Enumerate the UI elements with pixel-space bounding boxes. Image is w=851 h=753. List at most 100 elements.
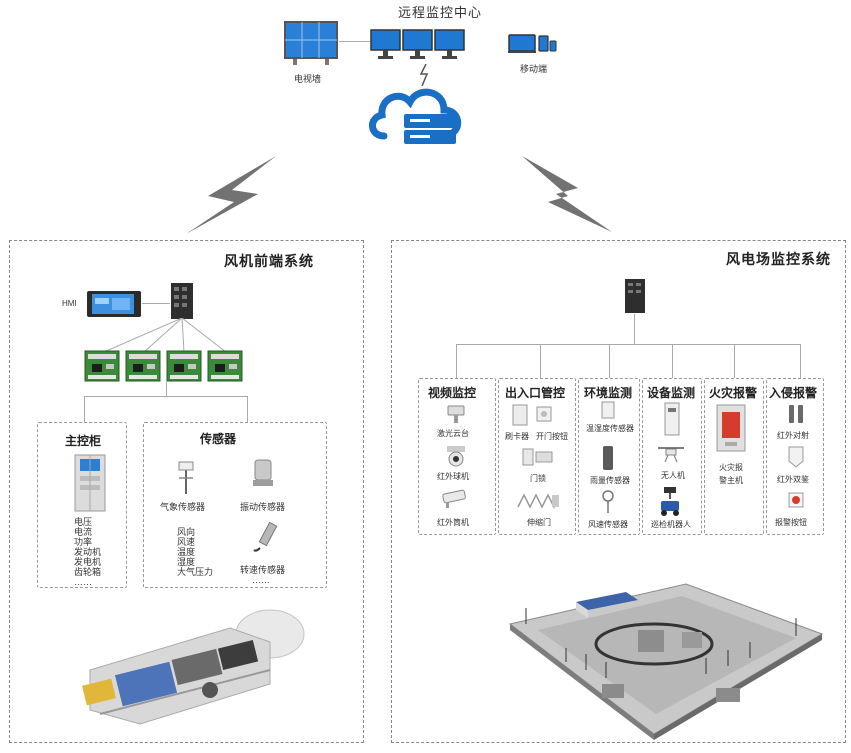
group-access-panel [498, 378, 576, 535]
cabinet-item: 电流 [74, 527, 93, 537]
io-board-icon [166, 350, 202, 387]
card-reader-icon [512, 404, 528, 431]
drone-icon [656, 442, 686, 469]
vibration-sensor-label: 振动传感器 [240, 502, 286, 512]
video-item-label: 红外球机 [437, 472, 469, 481]
farm-system-panel [391, 240, 846, 743]
cabinet-item: …… [74, 577, 92, 587]
weather-item: 温度 [177, 547, 196, 557]
cabinet-item: 功率 [74, 537, 93, 547]
fire-item-label: 警主机 [719, 476, 743, 485]
environment-item-label: 温湿度传感器 [586, 424, 634, 433]
farm-drop [734, 344, 735, 378]
io-board-icon [125, 350, 161, 387]
control-cabinet-icon [74, 454, 106, 517]
group-equipment-panel [642, 378, 702, 535]
equipment-item-label: 巡检机器人 [651, 520, 691, 529]
intrusion-item-label: 红外对射 [777, 431, 809, 440]
door-lock-icon [522, 447, 554, 472]
ir-bullet-camera-icon [440, 488, 470, 515]
rain-sensor-icon [601, 445, 615, 476]
speed-sensor-icon [252, 520, 282, 559]
group-video-title: 视频监控 [428, 386, 477, 400]
main-cabinet-title: 主控柜 [65, 434, 102, 448]
group-video-panel [418, 378, 496, 535]
laser-ptz-camera-icon [444, 402, 468, 431]
weather-sensor-label: 气象传感器 [160, 502, 206, 512]
video-item-label: 激光云台 [437, 429, 469, 438]
equipment-cabinet-icon [664, 402, 680, 441]
alarm-button-icon [788, 492, 804, 513]
farm-trunk-line [634, 314, 635, 344]
hmi-screen-icon [86, 290, 142, 323]
switch-board-links [100, 317, 240, 359]
environment-item-label: 雨量传感器 [590, 476, 630, 485]
monitor-center-title: 远程监控中心 [398, 5, 483, 20]
board-bus-horizontal [84, 396, 248, 397]
monitor-station-icon [370, 28, 466, 67]
hmi-switch-line [142, 303, 170, 304]
wind-farm-substation-illustration [506, 578, 826, 745]
weather-sensor-icon [175, 456, 197, 501]
main-cabinet-panel [37, 422, 127, 588]
board-bus-vertical [166, 382, 167, 396]
video-wall-label: 电视墙 [294, 74, 322, 84]
turbine-system-title: 风机前端系统 [224, 253, 314, 269]
fire-alarm-host-icon [716, 404, 746, 457]
weather-item: 风向 [177, 527, 196, 537]
farm-switch-icon [624, 278, 646, 319]
farm-drop [609, 344, 610, 378]
bus-drop-right [247, 396, 248, 422]
group-access-title: 出入口管控 [505, 386, 566, 400]
group-intrusion-title: 入侵报警 [769, 386, 818, 400]
retractable-gate-icon [516, 493, 560, 514]
group-fire-title: 火灾报警 [709, 386, 758, 400]
wireless-bolt-right-icon [518, 150, 618, 241]
temp-humidity-sensor-icon [601, 401, 615, 424]
farm-system-title: 风电场监控系统 [726, 251, 831, 267]
turbine-system-panel [9, 240, 364, 743]
weather-item: 大气压力 [177, 567, 214, 577]
cabinet-item: 发电机 [74, 557, 102, 567]
weather-item: 风速 [177, 537, 196, 547]
hmi-label: HMI [62, 299, 77, 308]
cloud-server-icon [366, 84, 468, 151]
io-board-icon [207, 350, 243, 387]
access-item-label: 门锁 [530, 474, 546, 483]
turbine-switch-icon [170, 282, 194, 325]
sensors-panel [143, 422, 327, 588]
group-environment-title: 环境监测 [584, 386, 633, 400]
farm-bus-line [456, 344, 800, 345]
inspection-robot-icon [658, 485, 682, 522]
access-item-label: 刷卡器 [505, 432, 529, 441]
farm-drop [672, 344, 673, 378]
video-item-label: 红外筒机 [437, 518, 469, 527]
group-intrusion-panel [766, 378, 824, 535]
video-wall-icon [283, 20, 339, 71]
group-fire-panel [704, 378, 764, 535]
ir-dome-camera-icon [445, 444, 467, 473]
equipment-item-label: 无人机 [661, 471, 685, 480]
dual-tech-detector-icon [788, 446, 804, 473]
wind-turbine-nacelle-illustration [70, 598, 310, 739]
wall-link-line [339, 41, 371, 42]
group-environment-panel [578, 378, 640, 535]
cabinet-item: 齿轮箱 [74, 567, 102, 577]
intrusion-item-label: 报警按钮 [775, 518, 807, 527]
sensors-title: 传感器 [200, 432, 237, 446]
vibration-sensor-icon [252, 458, 274, 493]
wireless-bolt-left-icon [178, 150, 288, 241]
ir-beam-detector-icon [787, 404, 805, 429]
weather-item: 湿度 [177, 557, 196, 567]
intrusion-item-label: 红外双鉴 [777, 475, 809, 484]
access-item-label: 开门按钮 [536, 432, 568, 441]
weather-items-list: 风向 风速 温度 湿度 大气压力 [177, 527, 213, 577]
access-item-label: 伸缩门 [527, 518, 551, 527]
cabinet-item: 电压 [74, 517, 93, 527]
bus-drop-left [84, 396, 85, 422]
environment-item-label: 风速传感器 [588, 520, 628, 529]
main-cabinet-list: 电压 电流 功率 发动机 发电机 齿轮箱 …… [74, 517, 101, 587]
wind-speed-sensor-icon [599, 490, 617, 519]
fire-item-label: 火灾报 [719, 463, 743, 472]
speed-sensor-label: 转速传感器 [240, 565, 286, 575]
